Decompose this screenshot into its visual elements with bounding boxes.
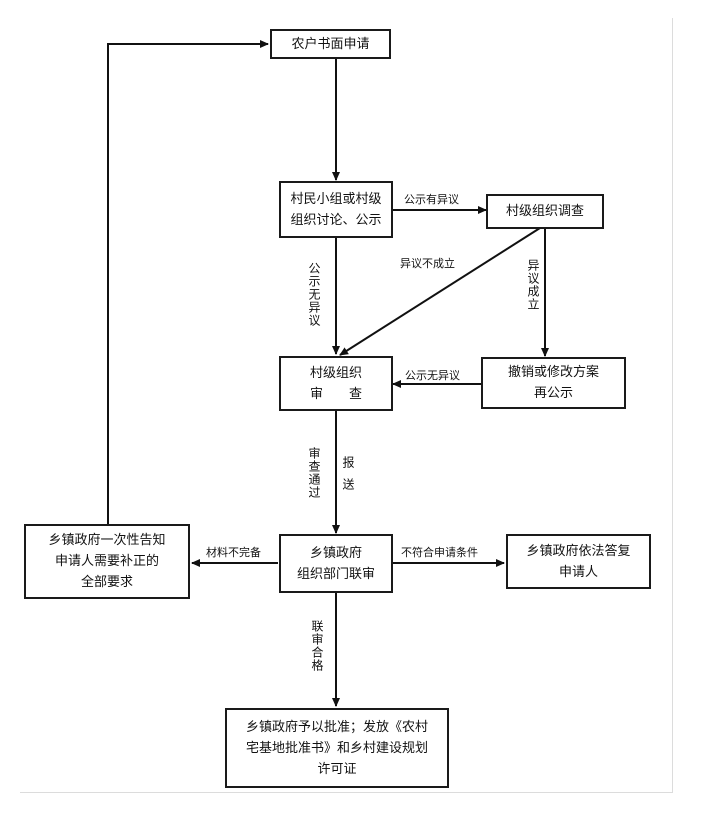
node-line: 乡镇政府一次性告知: [48, 533, 166, 548]
node-line: 申请人: [558, 564, 598, 580]
node-line: 再公示: [533, 386, 573, 401]
edge-label-objection: 公示有异议: [404, 193, 459, 206]
node-approval: 乡镇政府予以批准；发放《农村 宅基地批准书》和乡村建设规划 许可证: [225, 708, 449, 788]
edge-label-objection-valid: 异议成立: [526, 259, 540, 311]
node-line: 全部要求: [80, 575, 133, 590]
node-farmer-application: 农户书面申请: [270, 29, 391, 59]
node-notify-supplement: 乡镇政府一次性告知 申请人需要补正的 全部要求: [24, 524, 190, 599]
edge-label-repost-no-objection: 公示无异议: [405, 369, 460, 382]
node-line: 乡镇政府: [309, 545, 362, 561]
arrow-notify-to-apply: [107, 40, 269, 524]
node-line: 农户书面申请: [291, 36, 370, 52]
edge-label-joint-passed: 联审合格: [310, 620, 324, 672]
node-line: 村级组织调查: [505, 204, 584, 219]
node-line: 村级组织: [309, 365, 362, 381]
arrow-investigate-to-review: [339, 227, 541, 356]
node-lawful-reply: 乡镇政府依法答复 申请人: [506, 534, 651, 589]
node-village-investigation: 村级组织调查: [486, 194, 604, 229]
edge-label-ineligible: 不符合申请条件: [401, 546, 478, 559]
edge-label-submit: 报送: [341, 456, 355, 500]
node-line: 组织讨论、公示: [290, 212, 382, 228]
node-line: 审 查: [309, 386, 362, 402]
node-line: 许可证: [317, 761, 357, 777]
edge-label-review-passed: 审查通过: [307, 447, 321, 499]
node-group-discussion: 村民小组或村级 组织讨论、公示: [279, 181, 393, 238]
node-joint-review: 乡镇政府 组织部门联审: [279, 534, 393, 593]
node-village-review: 村级组织 审 查: [279, 356, 393, 411]
edge-label-no-objection: 公示无异议: [307, 262, 321, 327]
node-line: 村民小组或村级: [290, 191, 382, 207]
edge-label-objection-invalid: 异议不成立: [400, 257, 455, 270]
node-revise-repost: 撤销或修改方案 再公示: [481, 357, 626, 409]
node-line: 撤销或修改方案: [507, 365, 599, 380]
node-line: 申请人需要补正的: [54, 554, 159, 569]
node-line: 乡镇政府予以批准；发放《农村: [245, 719, 428, 735]
node-line: 宅基地批准书》和乡村建设规划: [245, 740, 428, 756]
node-line: 组织部门联审: [296, 566, 375, 582]
node-line: 乡镇政府依法答复: [526, 543, 631, 559]
edge-label-incomplete: 材料不完备: [206, 546, 261, 559]
diagram-frame: [20, 18, 673, 793]
